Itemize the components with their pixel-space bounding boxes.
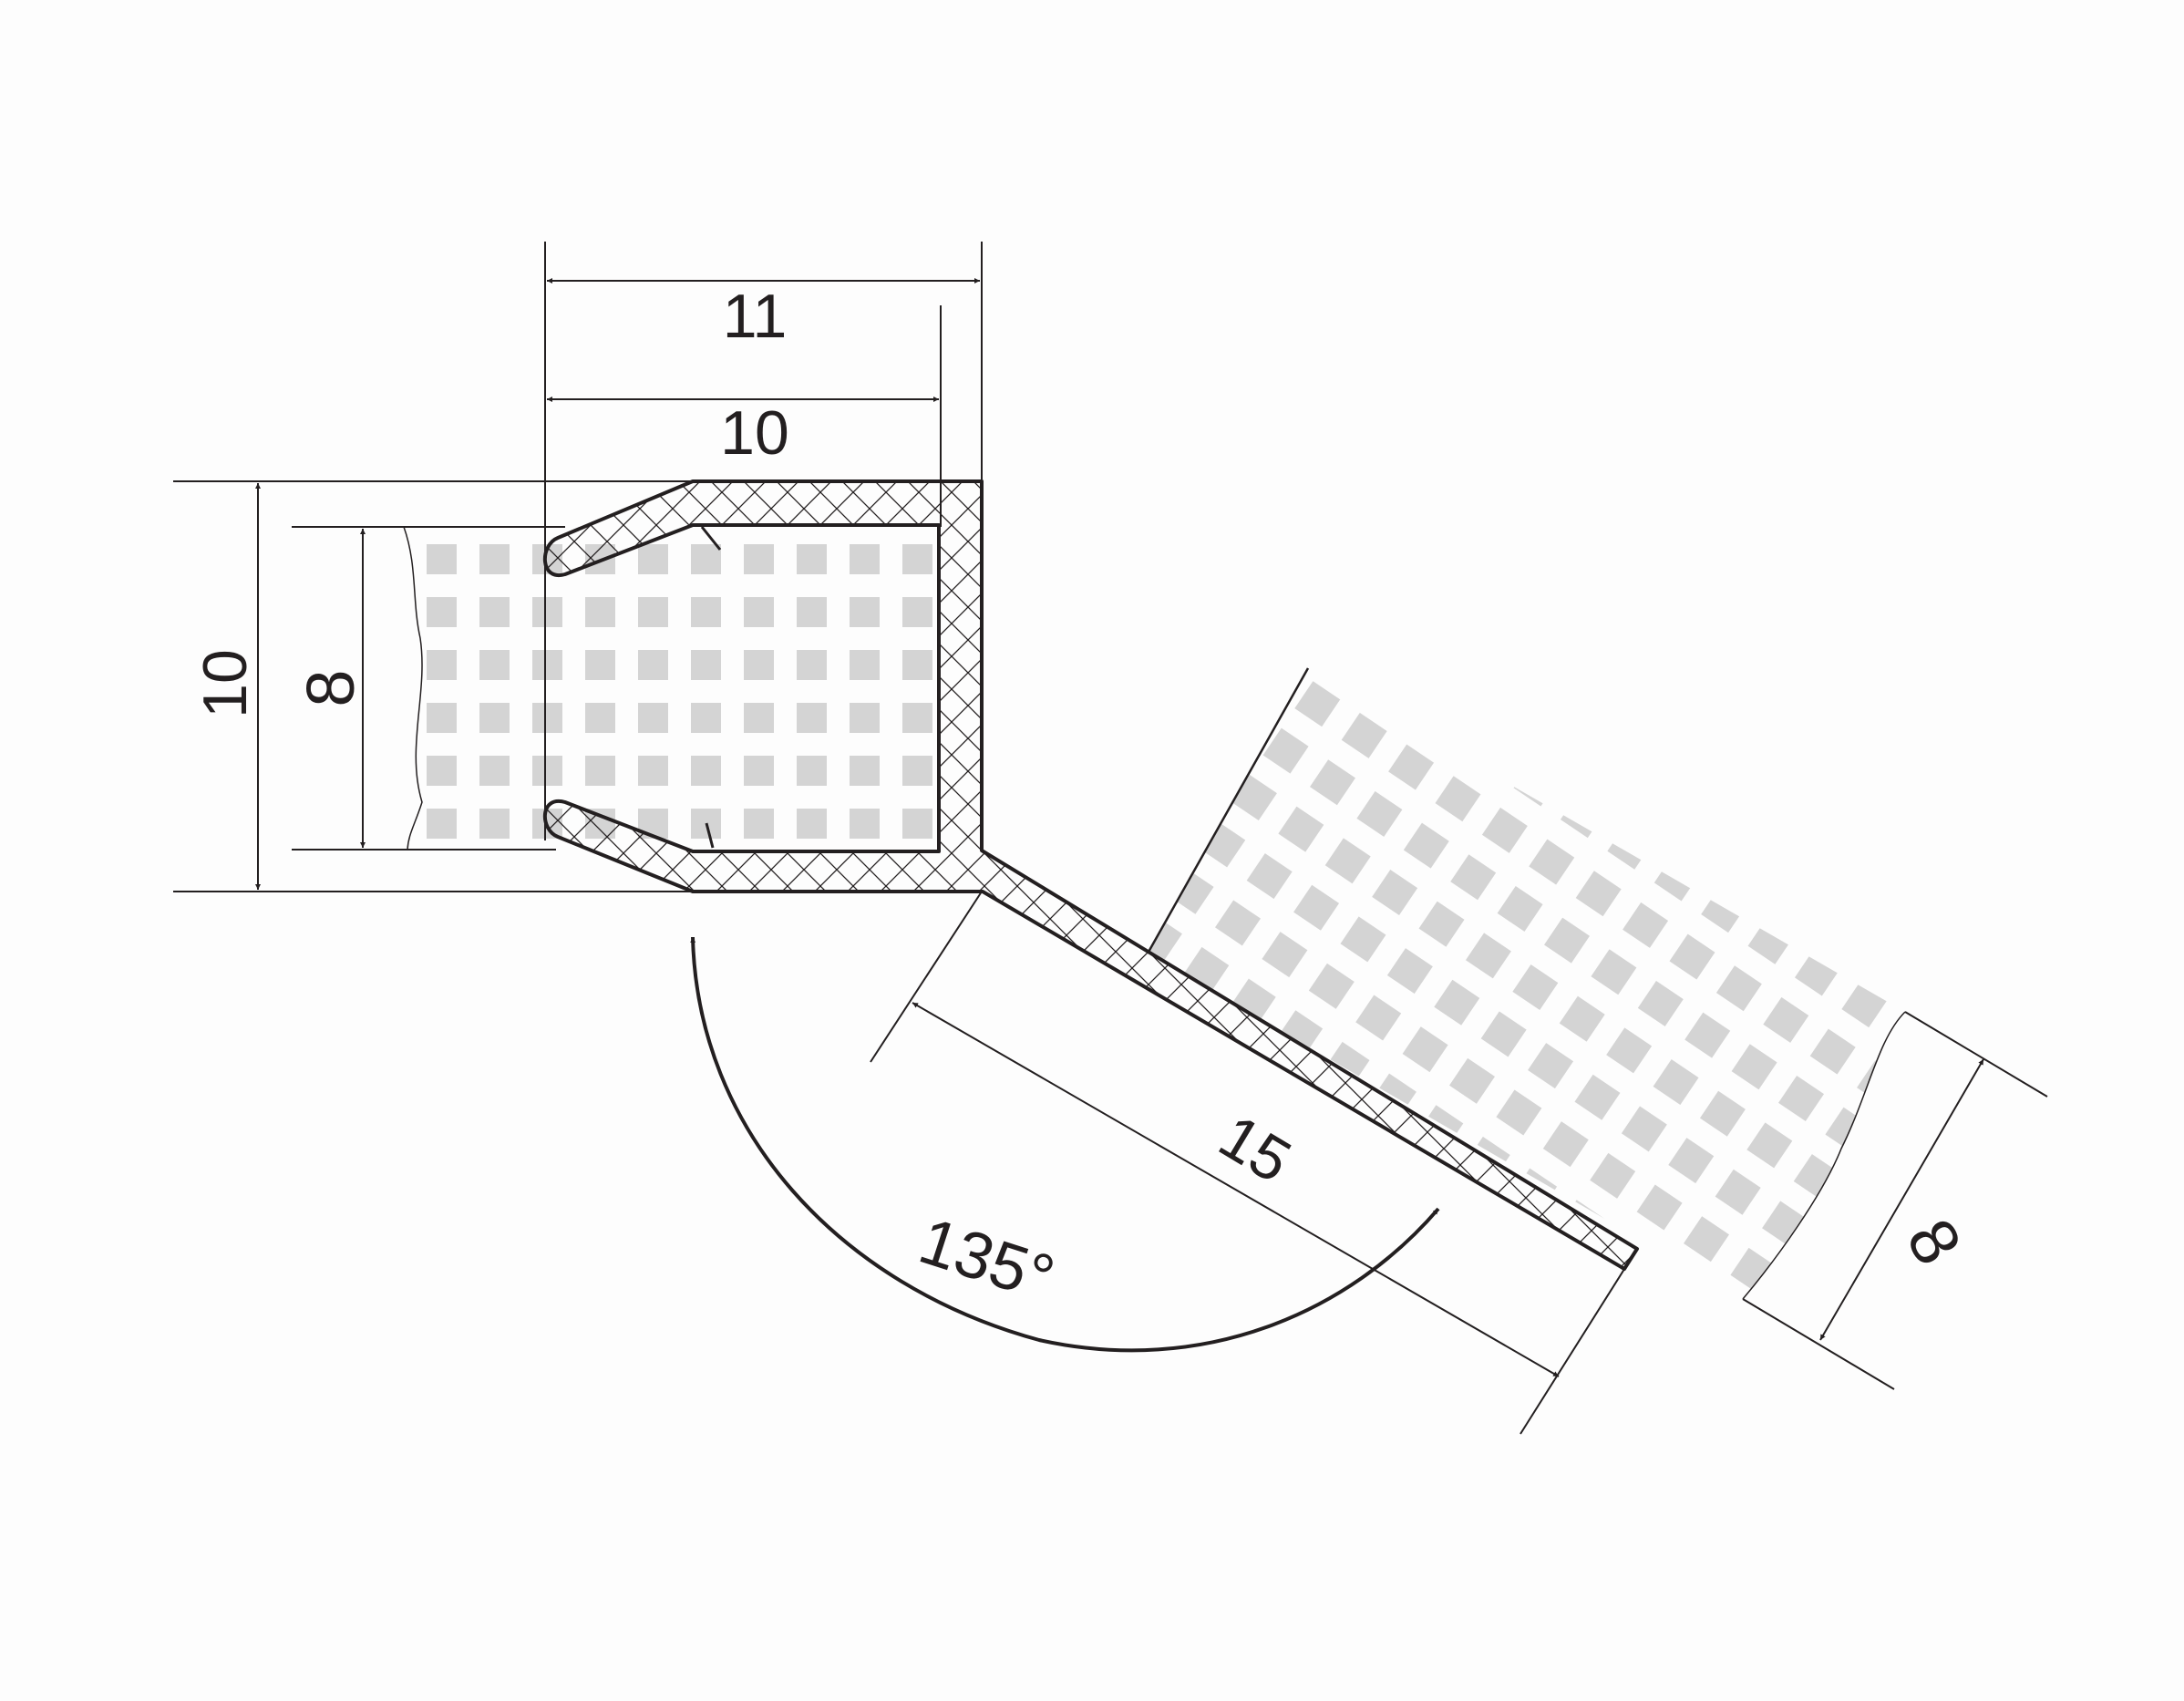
dim-label-top-outer: 11 (723, 282, 788, 351)
dim-label-top-inner: 10 (720, 398, 789, 468)
dim-label-right-thickness: 8 (1892, 1207, 1976, 1277)
angle-arc (690, 936, 1440, 1353)
dim-line-right-thickness (1819, 1058, 1984, 1341)
extension-lines (173, 242, 2048, 1435)
left-panel (403, 526, 941, 850)
dim-label-left-inner: 8 (293, 669, 368, 706)
dim-label-left-outer: 10 (191, 649, 260, 718)
